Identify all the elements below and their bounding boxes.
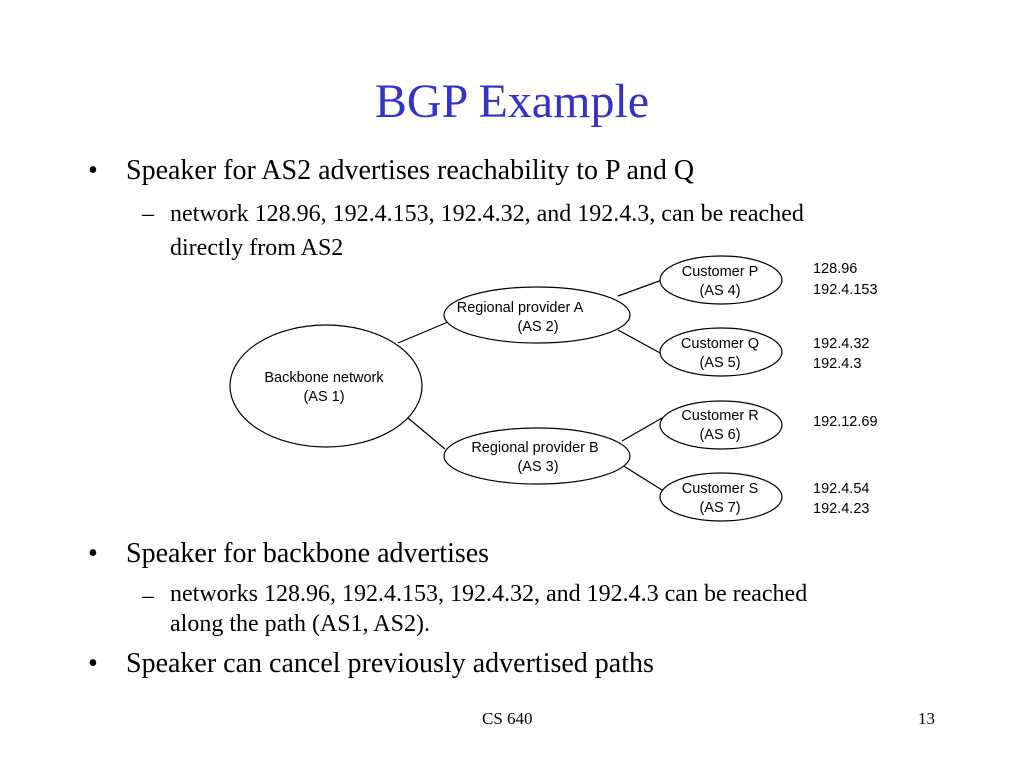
bullet-marker: • bbox=[88, 155, 98, 186]
customer-s-network-2: 192.4.23 bbox=[813, 501, 869, 517]
bullet-text-1: Speaker for AS2 advertises reachability … bbox=[126, 155, 695, 186]
customer-s-label-2: (AS 7) bbox=[699, 500, 740, 516]
link-regional-a-customer-p bbox=[617, 279, 663, 297]
regional-a-label-2: (AS 2) bbox=[517, 319, 558, 335]
regional-provider-b-node bbox=[443, 427, 631, 485]
customer-p-network-2: 192.4.153 bbox=[813, 282, 878, 298]
bullet-item-2: • Speaker for backbone advertises bbox=[88, 537, 489, 571]
dash-marker: – bbox=[142, 201, 154, 227]
bullet-text-3: Speaker can cancel previously advertised… bbox=[126, 648, 654, 679]
link-backbone-regional-a bbox=[397, 321, 449, 344]
sub-item-2: – networks 128.96, 192.4.153, 192.4.32, … bbox=[142, 579, 942, 639]
customer-p-network-1: 128.96 bbox=[813, 261, 857, 277]
customer-r-label-2: (AS 6) bbox=[699, 427, 740, 443]
customer-r-network-1: 192.12.69 bbox=[813, 414, 878, 430]
slide-title: BGP Example bbox=[374, 75, 650, 128]
backbone-label-2: (AS 1) bbox=[303, 389, 344, 405]
customer-p-label-2: (AS 4) bbox=[699, 283, 740, 299]
regional-b-label-1: Regional provider B bbox=[471, 440, 598, 456]
sub-text-1: network 128.96, 192.4.153, 192.4.32, and… bbox=[170, 197, 804, 265]
bullet-marker: • bbox=[88, 648, 98, 679]
customer-r-label-1: Customer R bbox=[681, 408, 758, 424]
regional-b-label-2: (AS 3) bbox=[517, 459, 558, 475]
backbone-label-1: Backbone network bbox=[264, 370, 384, 386]
link-regional-b-customer-s bbox=[621, 464, 663, 491]
footer-course: CS 640 bbox=[482, 709, 533, 728]
customer-p-node bbox=[659, 255, 783, 305]
regional-a-label-1: Regional provider A bbox=[457, 300, 584, 316]
backbone-network-node bbox=[229, 324, 423, 448]
customer-p-label-1: Customer P bbox=[682, 264, 759, 280]
link-regional-b-customer-r bbox=[621, 417, 663, 442]
customer-q-node bbox=[659, 327, 783, 377]
link-regional-a-customer-q bbox=[617, 329, 663, 355]
sub-text-1-line-1: network 128.96, 192.4.153, 192.4.32, and… bbox=[170, 201, 804, 227]
sub-text-2-line-1: networks 128.96, 192.4.153, 192.4.32, an… bbox=[170, 581, 808, 607]
customer-q-network-1: 192.4.32 bbox=[813, 336, 869, 352]
bullet-text-2: Speaker for backbone advertises bbox=[126, 538, 490, 569]
customer-q-label-2: (AS 5) bbox=[699, 355, 740, 371]
customer-s-network-1: 192.4.54 bbox=[813, 481, 869, 497]
bullet-item-1: • Speaker for AS2 advertises reachabilit… bbox=[88, 154, 694, 188]
customer-q-label-1: Customer Q bbox=[681, 336, 759, 352]
dash-marker: – bbox=[142, 583, 154, 609]
bullet-item-3: • Speaker can cancel previously advertis… bbox=[88, 647, 654, 681]
customer-r-node bbox=[659, 400, 783, 450]
customer-s-node bbox=[659, 472, 783, 522]
sub-item-1: – network 128.96, 192.4.153, 192.4.32, a… bbox=[142, 197, 942, 265]
sub-text-1-line-2: directly from AS2 bbox=[170, 235, 344, 261]
link-backbone-regional-b bbox=[407, 417, 446, 450]
bullet-marker: • bbox=[88, 538, 98, 569]
sub-text-2: networks 128.96, 192.4.153, 192.4.32, an… bbox=[170, 579, 807, 639]
customer-q-network-2: 192.4.3 bbox=[813, 356, 861, 372]
customer-s-label-1: Customer S bbox=[682, 481, 759, 497]
footer-page-number: 13 bbox=[918, 709, 935, 728]
regional-provider-a-node bbox=[443, 286, 631, 344]
sub-text-2-line-2: along the path (AS1, AS2). bbox=[170, 611, 430, 637]
